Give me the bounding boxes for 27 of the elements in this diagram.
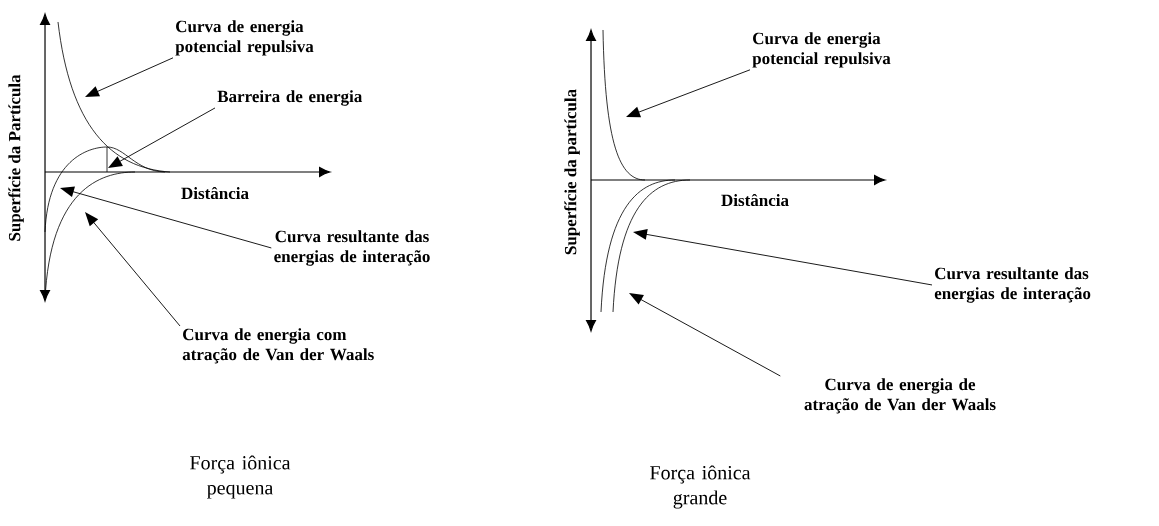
barrier-line: [106, 146, 108, 173]
curve: [44, 146, 166, 233]
curve: [602, 29, 646, 181]
axis-label: Superfície da Partícula: [8, 74, 24, 241]
leader-arrow: [60, 186, 272, 249]
callout-text: Curva resultante das energias de interação: [274, 230, 430, 266]
axis-label: Distância: [181, 186, 249, 200]
curve: [600, 179, 676, 313]
curve: [57, 21, 171, 173]
callout-text: Curva resultante das energias de interação: [934, 267, 1091, 303]
callout-text: Curva de energia potencial repulsiva: [175, 20, 314, 56]
axis-label: Distância: [721, 193, 789, 207]
leader-arrow: [629, 293, 781, 377]
leader-arrow: [633, 229, 933, 286]
callout-text: Curva de energia com atração de Van der Waals: [182, 328, 374, 364]
leader-arrow: [85, 212, 181, 327]
leader-arrow: [108, 107, 216, 168]
caption-text: Força iônica grande: [650, 465, 751, 509]
caption-text: Força iônica pequena: [190, 455, 291, 499]
callout-text: Curva de energia potencial repulsiva: [752, 32, 891, 68]
leader-arrow: [626, 69, 751, 118]
callout-text: Curva de energia de atração de Van der Waals: [804, 378, 996, 414]
curve: [44, 171, 136, 301]
callout-text: Barreira de energia: [217, 90, 363, 106]
leader-arrow: [85, 57, 174, 97]
curve: [612, 179, 691, 313]
axis-label: Superfície da partícula: [564, 89, 580, 255]
